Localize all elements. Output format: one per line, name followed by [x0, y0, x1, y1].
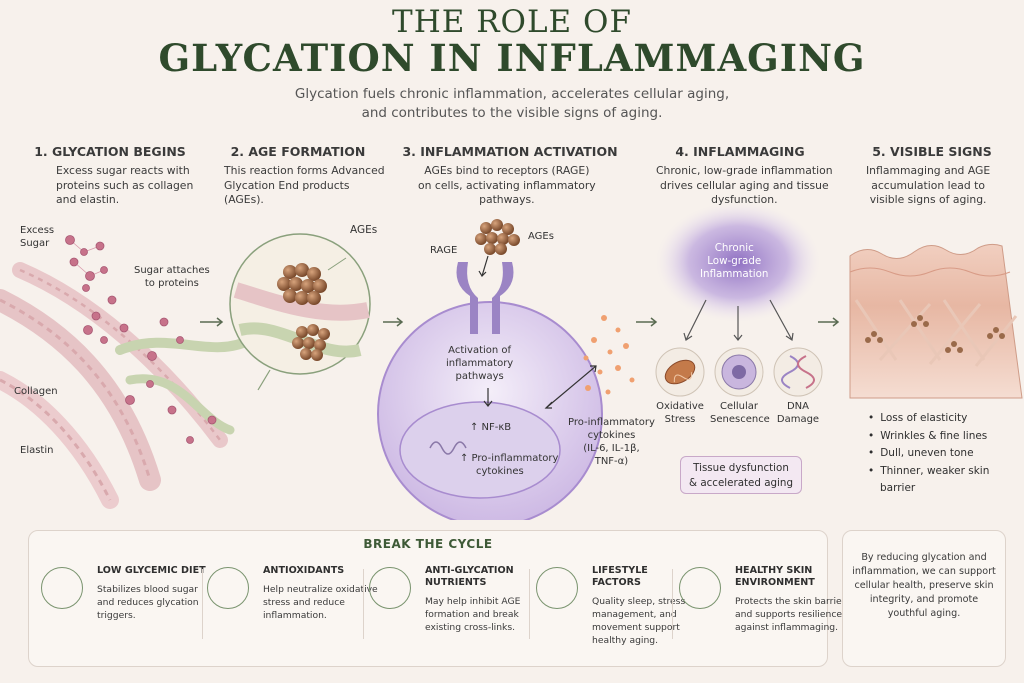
sugar-molecules: [65, 235, 217, 444]
cell: [377, 301, 603, 527]
title-line-2: GLYCATION IN INFLAMMAGING: [158, 36, 866, 80]
ages-bind-label: AGEs: [528, 231, 554, 242]
divider: [672, 569, 673, 639]
list-item: Wrinkles & fine lines: [868, 428, 989, 446]
rage-label: RAGE: [430, 245, 458, 256]
divider: [529, 569, 530, 639]
ages-zoom-label: AGEs: [350, 224, 378, 236]
dna-icon: [773, 347, 823, 397]
step-2-heading: 2. AGE FORMATION: [230, 144, 366, 159]
cells-icon: [679, 567, 721, 609]
step-3-description: AGEs bind to receptors (RAGE)on cells, a…: [418, 164, 596, 206]
list-item: Loss of elasticity: [868, 410, 989, 428]
chronic-inflammation-cloud: [656, 202, 820, 322]
list-item: Dull, uneven tone: [868, 445, 989, 463]
step-1-heading: 1. GLYCATION BEGINS: [34, 144, 186, 159]
tissue-dysfunction-box: Tissue dysfunction& accelerated aging: [680, 456, 802, 494]
step-4-heading: 4. INFLAMMAGING: [675, 144, 805, 159]
sprout-icon: [207, 567, 249, 609]
mitochondria-icon: [655, 347, 705, 397]
elastin-label: Elastin: [20, 445, 54, 456]
divider: [202, 569, 203, 639]
title-line-1: THE ROLE OF: [392, 4, 632, 40]
nfkb-label: ↑ NF-κB: [470, 422, 512, 433]
break-the-cycle-panel: BREAK THE CYCLE LOW GLYCEMIC DIET Stabil…: [28, 530, 845, 667]
step-3-heading: 3. INFLAMMATION ACTIVATION: [402, 144, 618, 159]
leaf-icon: [41, 567, 83, 609]
cytokine-dots: [583, 315, 635, 395]
cell-arrows: [478, 255, 597, 409]
skin-cross-section: [849, 243, 1023, 399]
senescent-cell-icon: [714, 347, 764, 397]
subtitle: Glycation fuels chronic inflammation, ac…: [294, 86, 730, 121]
inflammaging-arrows: [683, 299, 794, 342]
ages-cluster-bind: [475, 219, 520, 255]
age-clusters: [277, 263, 330, 361]
flow-arrows: [200, 317, 840, 327]
elastin-fibers: [115, 335, 255, 435]
break-the-cycle-title: BREAK THE CYCLE: [363, 537, 493, 551]
age-zoom-circle: [229, 233, 371, 391]
divider: [363, 569, 364, 639]
rage-receptor: [456, 262, 514, 334]
lotus-icon: [536, 567, 578, 609]
collagen-label: Collagen: [14, 386, 58, 397]
shield-check-icon: [369, 567, 411, 609]
visible-signs-list: Loss of elasticity Wrinkles & fine lines…: [868, 410, 989, 498]
step-5-heading: 5. VISIBLE SIGNS: [872, 144, 992, 159]
